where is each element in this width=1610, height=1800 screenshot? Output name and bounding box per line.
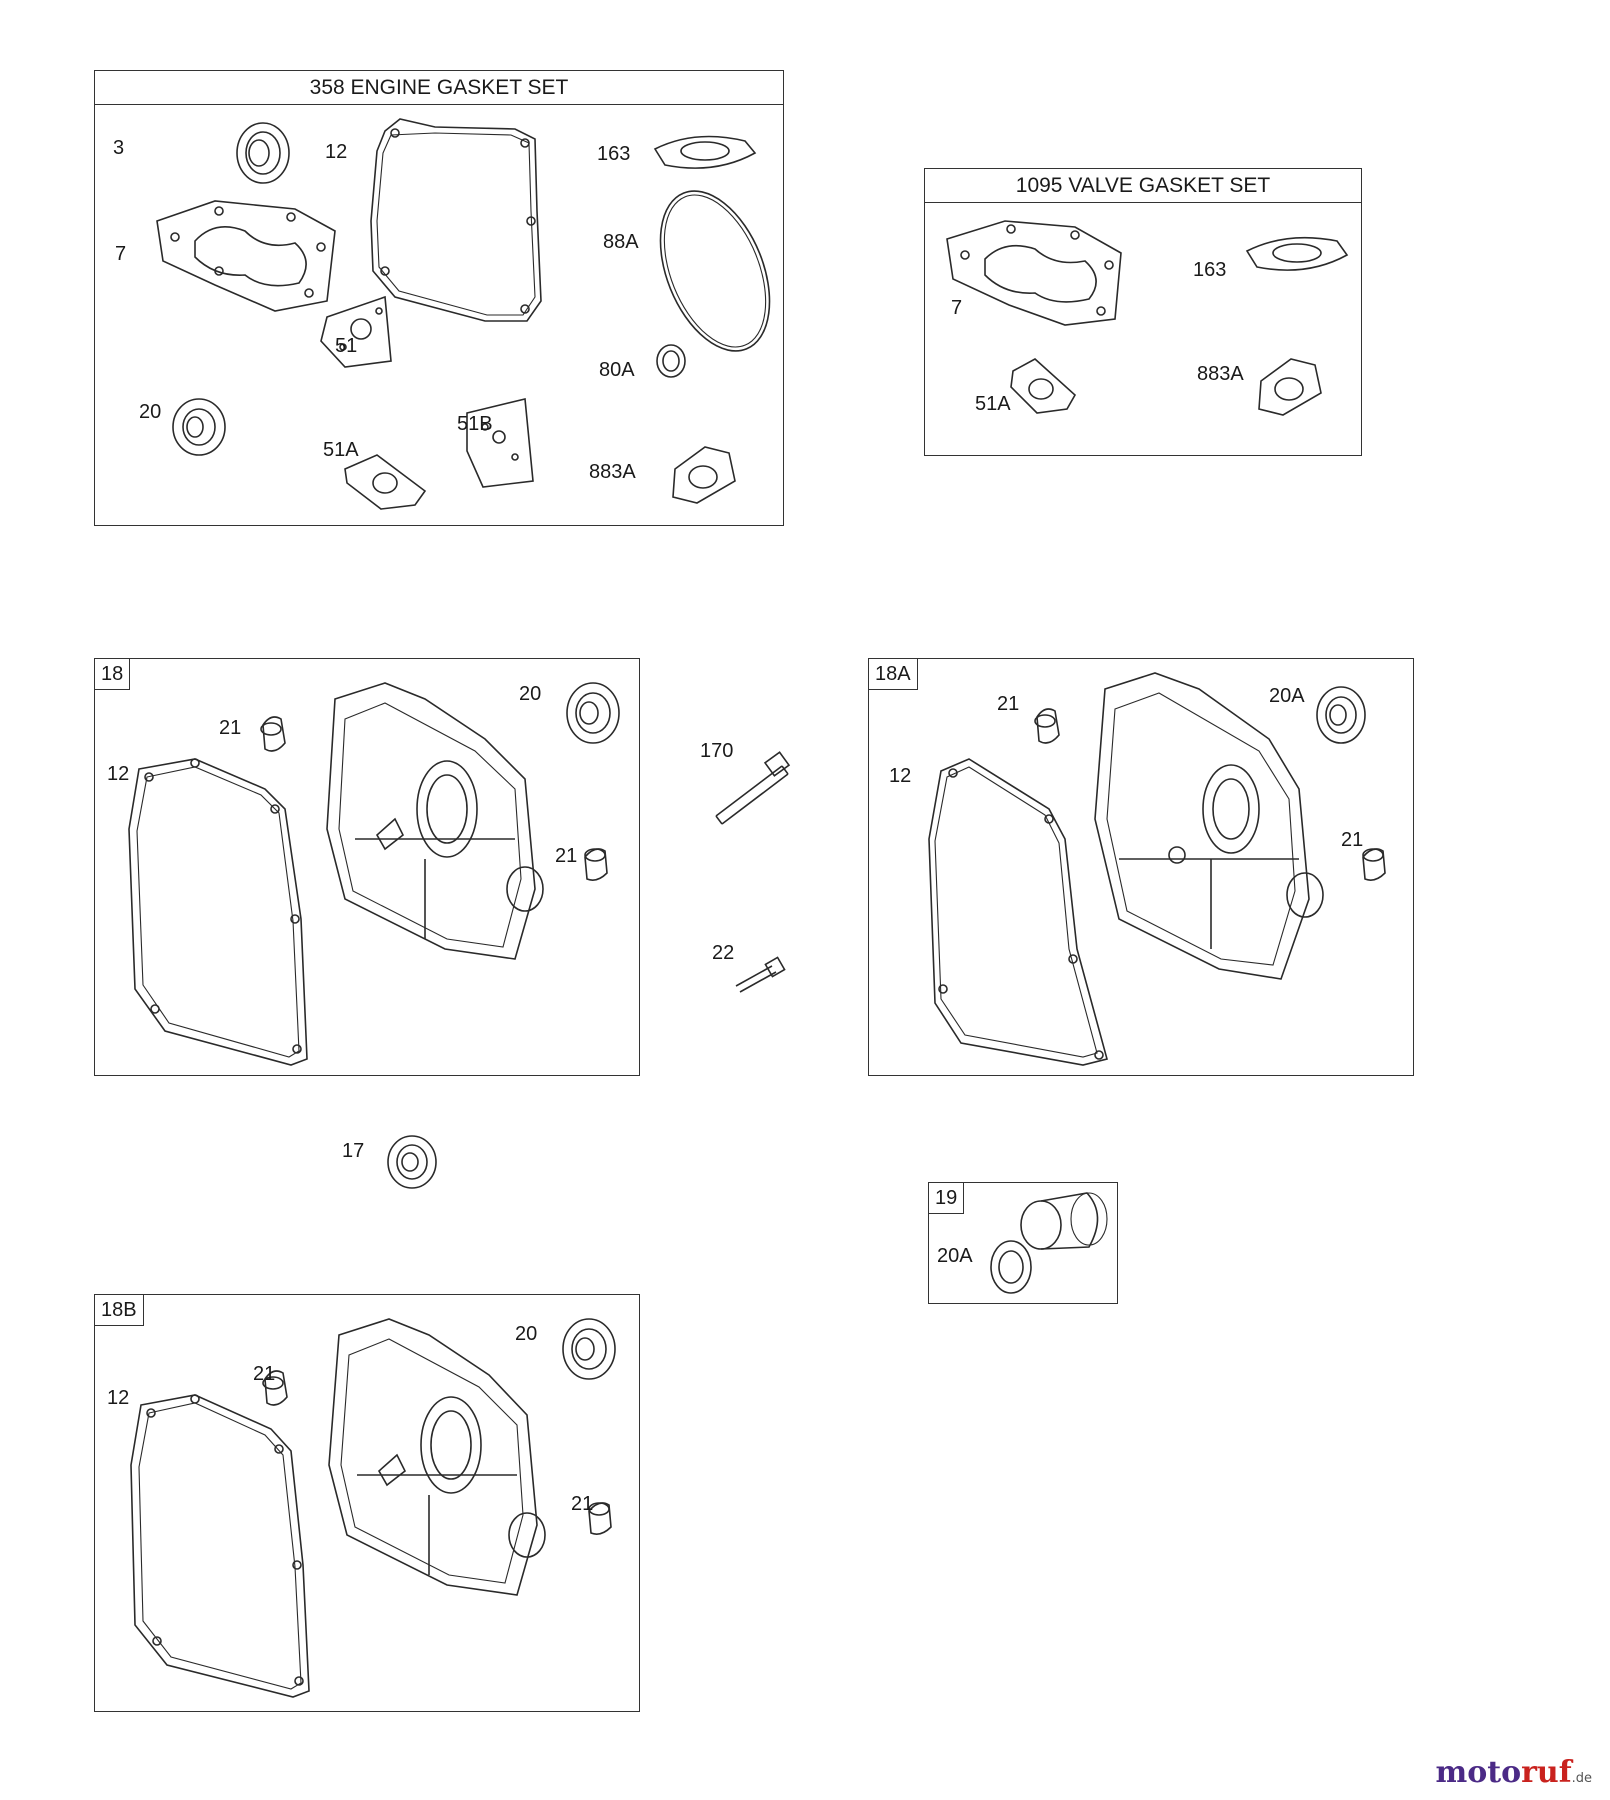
part-label-3: 3 [113,137,125,159]
part-label-51A: 51A [323,439,359,461]
bolt-icon [735,956,786,993]
drain-plug-icon [1362,848,1386,881]
crankcase-cover-icon [326,682,544,960]
part-label-17: 17 [342,1140,365,1162]
crankcase-cover-18-drawing [128,682,620,1066]
head-gasket-icon [946,220,1122,326]
oil-fill-plug-icon [1034,708,1060,744]
part-label-7: 7 [115,243,127,265]
part-label-20A: 20A [1269,685,1305,707]
brand-logo[interactable]: motoruf.de [1435,1755,1592,1790]
engine-gasket-set-drawings [156,118,771,510]
part-label-51B: 51B [457,413,493,435]
crankcase-cover-18A-drawing [928,672,1386,1066]
part-label-20: 20 [515,1323,538,1345]
crankcase-gasket-icon [370,118,542,322]
crankcase-cover-18B-drawing [130,1318,616,1698]
assembly-tag: 18A [869,659,918,690]
part-label-21: 21 [1341,829,1364,851]
part-label-163: 163 [1193,259,1227,281]
o-ring-gasket-icon [659,190,771,352]
crankcase-cover-18-panel: 18 21 20 12 21 [94,658,640,1076]
oil-fill-plug-icon [262,1370,288,1406]
part-label-12: 12 [325,141,348,163]
insulator-gasket-icon [466,398,534,488]
spacer-gasket-icon [1010,358,1077,414]
part-label-21: 21 [219,717,242,739]
oil-seal-icon [172,398,226,456]
part-label-51A: 51A [975,393,1011,415]
oil-seal-icon [387,1135,437,1189]
head-gasket-icon [156,200,336,312]
part-label-21: 21 [997,693,1020,715]
panel-title: 1095 VALVE GASKET SET [925,169,1361,203]
part-label-883A: 883A [1197,363,1244,385]
oil-seal-icon [990,1240,1032,1294]
brand-tld: .de [1571,1771,1592,1786]
drain-plug-icon [588,1502,612,1535]
exhaust-gasket-icon [672,446,736,504]
crankcase-cover-18B-panel: 18B 20 21 12 21 [94,1294,640,1712]
bearing-19-panel: 19 20A [928,1182,1118,1304]
brand-part-2: ruf [1521,1755,1572,1790]
part-label-12: 12 [107,1387,130,1409]
part-label-163: 163 [597,143,631,165]
part-label-51: 51 [335,335,358,357]
bearing-19-drawing [990,1192,1108,1294]
dowel-pin-icon [715,751,791,825]
crankcase-gasket-icon [128,758,308,1066]
valve-gasket-set-panel: 1095 VALVE GASKET SET 7 163 883A 51A [924,168,1362,456]
part-label-88A: 88A [603,231,639,253]
bushing-icon [1020,1192,1108,1250]
crankcase-gasket-icon [130,1394,310,1698]
part-label-883A: 883A [589,461,636,483]
valve-gasket-set-drawings [946,220,1349,416]
intake-gasket-icon [653,135,757,169]
oil-seal-icon [1316,686,1366,744]
assembly-tag: 19 [929,1183,965,1214]
assembly-tag: 18B [95,1295,144,1326]
part-label-21: 21 [555,845,578,867]
oil-seal-icon [562,1318,616,1380]
seal-icon [236,122,290,184]
assembly-tag: 18 [95,659,131,690]
part-label-80A: 80A [599,359,635,381]
part-label-20A: 20A [937,1245,973,1267]
part-label-22: 22 [712,942,735,964]
crankcase-gasket-icon [928,758,1108,1066]
crankcase-cover-icon [1094,672,1324,980]
intake-gasket-icon [1245,236,1349,271]
drain-plug-icon [584,848,608,881]
part-label-20: 20 [519,683,542,705]
part-label-12: 12 [889,765,912,787]
spacer-gasket-icon [344,454,427,510]
carburetor-gasket-icon [320,295,392,368]
exhaust-gasket-icon [1258,358,1322,416]
crankcase-cover-icon [328,1318,546,1596]
panel-title: 358 ENGINE GASKET SET [95,71,783,105]
part-label-170: 170 [700,740,734,762]
brand-part-1: moto [1435,1755,1522,1790]
small-o-ring-icon [656,344,686,378]
oil-fill-plug-icon [260,716,286,752]
oil-seal-icon [566,682,620,744]
part-label-21: 21 [253,1363,276,1385]
part-label-20: 20 [139,401,162,423]
part-label-7: 7 [951,297,963,319]
crankcase-cover-18A-panel: 18A 21 20A 12 21 [868,658,1414,1076]
part-label-21: 21 [571,1493,594,1515]
part-label-12: 12 [107,763,130,785]
engine-gasket-set-panel: 358 ENGINE GASKET SET [94,70,784,526]
